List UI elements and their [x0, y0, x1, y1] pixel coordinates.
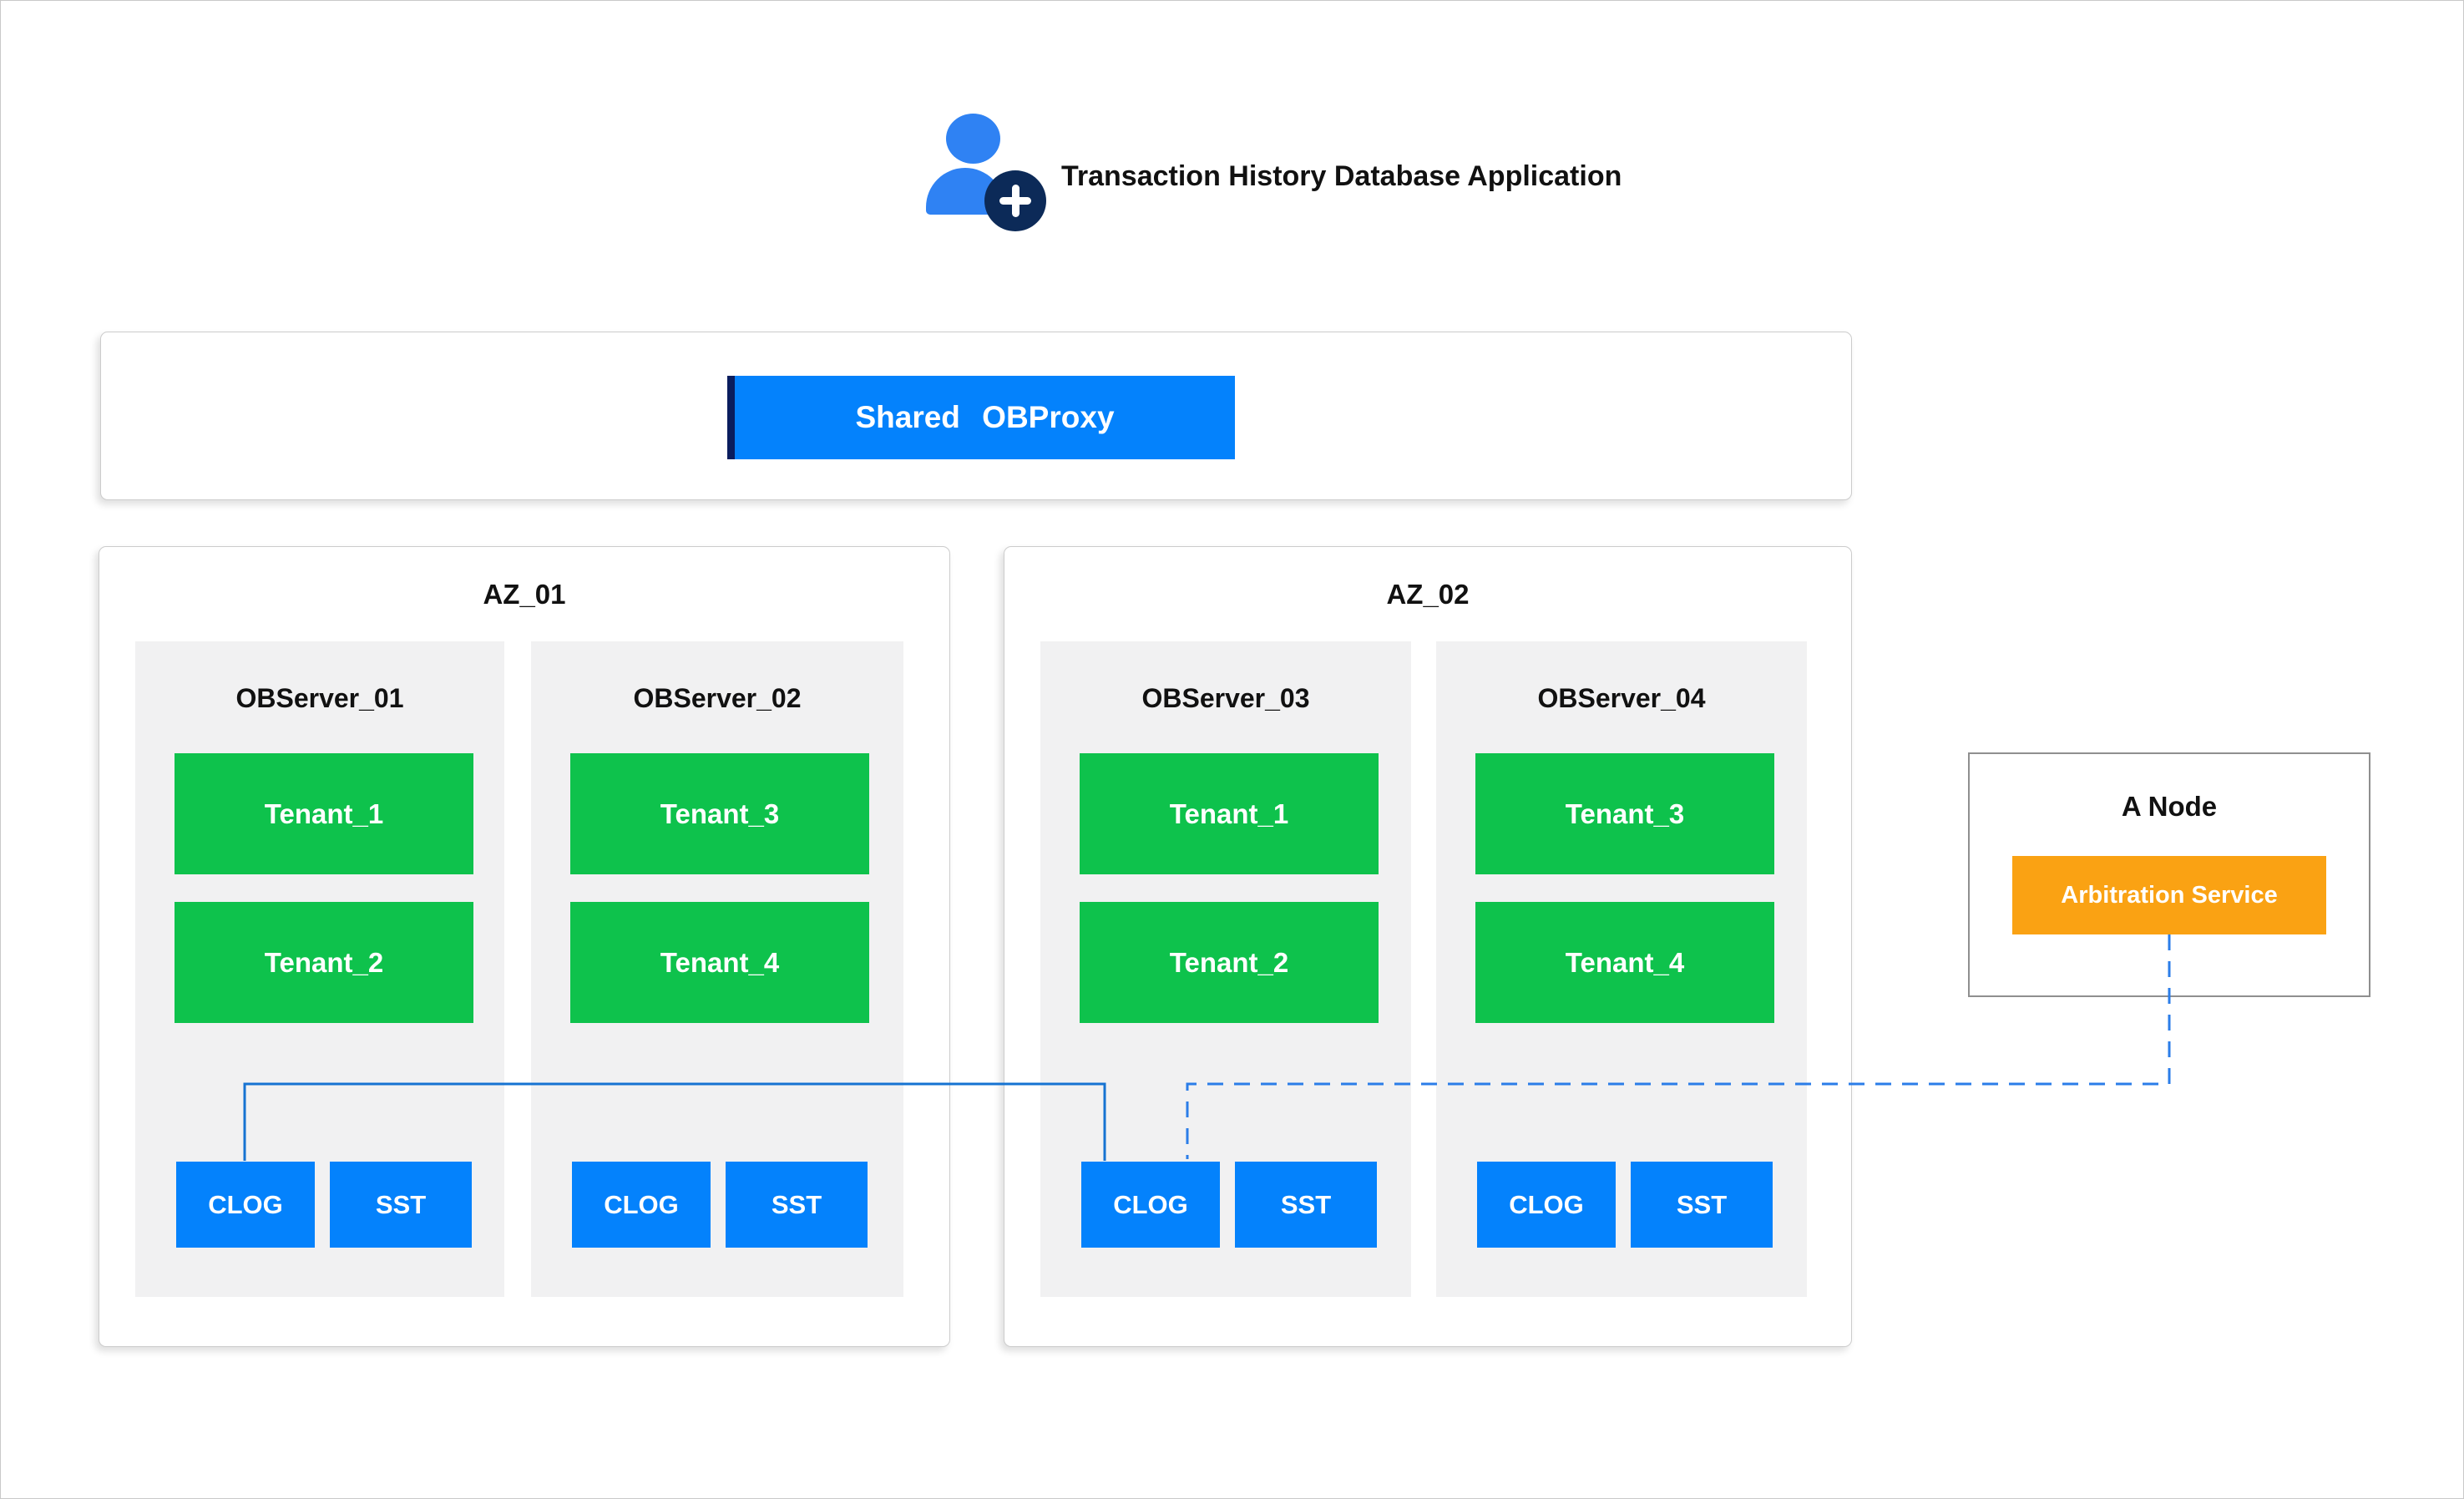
user-plus-icon — [924, 112, 1050, 233]
plus-glyph-vertical — [1011, 185, 1019, 217]
server-title: OBServer_03 — [1141, 683, 1310, 713]
sst-node: SST — [726, 1162, 868, 1248]
tenant-node: Tenant_1 — [1080, 753, 1379, 874]
zone-title: AZ_01 — [483, 579, 566, 610]
server-title: OBServer_04 — [1537, 683, 1706, 713]
clog-node: CLOG — [1081, 1162, 1220, 1248]
tenant-node: Tenant_4 — [1475, 902, 1774, 1023]
tenant-node: Tenant_2 — [175, 902, 473, 1023]
arbitration-service-node: Arbitration Service — [2012, 856, 2326, 934]
app-title: Transaction History Database Application — [1061, 160, 1622, 192]
sst-node: SST — [1235, 1162, 1377, 1248]
clog-node: CLOG — [176, 1162, 315, 1248]
server-title: OBServer_02 — [633, 683, 802, 713]
obproxy-panel: Shared OBProxy — [100, 332, 1852, 500]
tenant-node: Tenant_1 — [175, 753, 473, 874]
tenant-node: Tenant_3 — [570, 753, 869, 874]
clog-node: CLOG — [1477, 1162, 1616, 1248]
zone-title: AZ_02 — [1386, 579, 1470, 610]
zone-az-02: AZ_02 OBServer_03 Tenant_1 Tenant_2 CLOG… — [1004, 546, 1852, 1347]
server-observer-03: OBServer_03 Tenant_1 Tenant_2 CLOG SST — [1040, 641, 1411, 1297]
server-observer-02: OBServer_02 Tenant_3 Tenant_4 CLOG SST — [531, 641, 903, 1297]
server-observer-01: OBServer_01 Tenant_1 Tenant_2 CLOG SST — [135, 641, 504, 1297]
server-observer-04: OBServer_04 Tenant_3 Tenant_4 CLOG SST — [1436, 641, 1807, 1297]
user-head-shape — [946, 114, 1000, 164]
app-header: Transaction History Database Application — [1, 1, 2463, 268]
sst-node: SST — [1631, 1162, 1773, 1248]
plus-badge-icon — [984, 170, 1046, 231]
shared-obproxy-node: Shared OBProxy — [727, 376, 1235, 459]
tenant-node: Tenant_3 — [1475, 753, 1774, 874]
clog-node: CLOG — [572, 1162, 711, 1248]
tenant-node: Tenant_2 — [1080, 902, 1379, 1023]
tenant-node: Tenant_4 — [570, 902, 869, 1023]
zone-az-01: AZ_01 OBServer_01 Tenant_1 Tenant_2 CLOG… — [99, 546, 950, 1347]
server-title: OBServer_01 — [235, 683, 404, 713]
arbitration-node-title: A Node — [2121, 791, 2218, 822]
sst-node: SST — [330, 1162, 472, 1248]
arbitration-node-panel: A Node Arbitration Service — [1968, 752, 2370, 997]
